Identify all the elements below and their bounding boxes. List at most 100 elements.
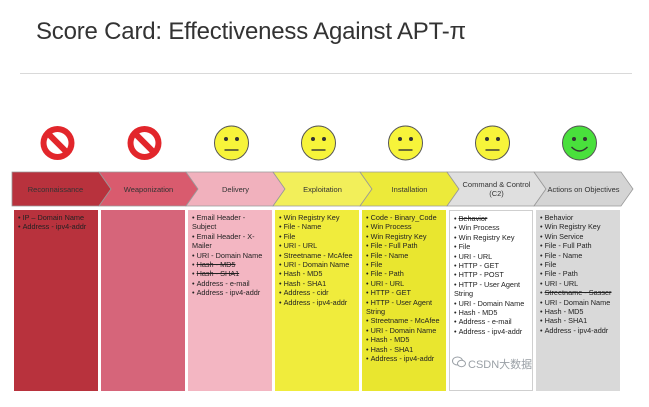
bullet-icon: • — [454, 326, 457, 336]
indicator-item: •Hash - MD5 — [540, 307, 618, 316]
bullet-icon: • — [540, 325, 543, 335]
indicator-text: Email Header - X-Mailer — [192, 231, 255, 251]
indicator-text: File - Path — [544, 269, 578, 279]
indicator-text: File - Full Path — [544, 241, 592, 251]
indicator-text: Win Process — [370, 222, 412, 232]
bullet-icon: • — [18, 222, 21, 232]
indicator-text: Address - ipv4-addr — [22, 222, 87, 232]
indicator-item: •Behavior — [540, 213, 618, 222]
bullet-icon: • — [454, 308, 457, 318]
indicator-item: •Hash - MD5 — [192, 260, 270, 269]
bullet-icon: • — [366, 325, 369, 335]
indicator-item: •Address - e-mail — [192, 279, 270, 288]
indicator-text: Streetname - McAfee — [370, 316, 440, 326]
bullet-icon: • — [279, 269, 282, 279]
indicator-text: HTTP - GET — [458, 261, 499, 271]
bullet-icon: • — [192, 231, 195, 241]
bullet-icon: • — [192, 288, 195, 298]
indicator-item: •File - Path — [540, 269, 618, 278]
indicator-column: •Email Header - Subject•Email Header - X… — [188, 210, 272, 391]
neutral-face-icon — [214, 125, 249, 161]
indicator-item: •Hash - MD5 — [366, 335, 444, 344]
indicator-text: File - Name — [370, 250, 409, 260]
indicator-text: Address - ipv4-addr — [370, 354, 435, 364]
bullet-icon: • — [540, 231, 543, 241]
indicator-text: File — [283, 231, 296, 241]
page-title: Score Card: Effectiveness Against APT-π — [36, 18, 466, 45]
indicator-item: •IP – Domain Name — [18, 213, 96, 222]
indicator-item: •Address - cidr — [279, 288, 357, 297]
bullet-icon: • — [454, 251, 457, 261]
indicator-text: Hash - MD5 — [283, 269, 323, 279]
indicator-column: •Behavior•Win Registry Key•Win Service•F… — [536, 210, 620, 391]
bullet-icon: • — [454, 279, 457, 289]
stage-label: Installation — [391, 184, 428, 194]
bullet-icon: • — [279, 222, 282, 232]
bullet-icon: • — [366, 316, 369, 326]
indicator-text: Address - e-mail — [196, 278, 250, 288]
bullet-icon: • — [366, 288, 369, 298]
bullet-icon: • — [454, 317, 457, 327]
indicator-item: •File — [366, 260, 444, 269]
indicator-text: URI - Domain Name — [458, 298, 525, 308]
prohibited-icon — [40, 126, 75, 160]
bullet-icon: • — [279, 250, 282, 260]
wechat-icon — [452, 356, 466, 368]
indicator-text: HTTP - GET — [370, 288, 411, 298]
indicator-column — [101, 210, 185, 391]
indicator-item: •File - Full Path — [366, 241, 444, 250]
bullet-icon: • — [366, 213, 369, 222]
indicator-text: Hash - MD5 — [370, 335, 410, 345]
indicator-item: •URI - URL — [366, 279, 444, 288]
indicator-item: •Streetname - McAfee — [279, 251, 357, 260]
stage-label: Actions on Objectives — [547, 184, 620, 194]
indicator-text: Address - e-mail — [458, 317, 512, 327]
bullet-icon: • — [540, 260, 543, 270]
bullet-icon: • — [366, 354, 369, 364]
indicator-text: Hash - MD5 — [458, 308, 498, 318]
indicator-item: •Win Registry Key — [540, 222, 618, 231]
bullet-icon: • — [540, 307, 543, 317]
indicator-item: •HTTP - POST — [454, 270, 530, 279]
indicator-text: File - Path — [370, 269, 404, 279]
indicator-text: URI - Domain Name — [196, 250, 263, 260]
indicator-item: •URI - Domain Name — [454, 299, 530, 308]
indicator-item: •Address - ipv4-addr — [192, 288, 270, 297]
indicator-text: Streetname - McAfee — [283, 250, 353, 260]
indicator-text: Win Process — [458, 223, 500, 233]
indicator-item: •URI - Domain Name — [366, 326, 444, 335]
bullet-icon: • — [192, 250, 195, 260]
indicator-item: •HTTP - GET — [454, 261, 530, 270]
indicator-text: URI - URL — [544, 278, 579, 288]
indicator-text: Hash - MD5 — [544, 307, 584, 317]
indicator-text: Hash - SHA1 — [283, 278, 327, 288]
indicator-text: Address - cidr — [283, 288, 329, 298]
indicator-text: URI - Domain Name — [370, 325, 437, 335]
neutral-face-icon — [388, 125, 423, 161]
indicator-item: •Streetname - McAfee — [366, 316, 444, 325]
prohibited-icon — [127, 126, 162, 160]
indicator-item: •URI - Domain Name — [540, 298, 618, 307]
indicator-item: •URI - URL — [540, 279, 618, 288]
indicator-item: •File - Name — [540, 251, 618, 260]
indicator-text: HTTP - POST — [458, 270, 504, 280]
stage-label: Delivery — [221, 184, 250, 194]
indicator-text: File - Name — [283, 222, 322, 232]
indicator-item: •URI - Domain Name — [192, 251, 270, 260]
neutral-face-icon — [475, 125, 510, 161]
indicator-text: URI - URL — [283, 241, 318, 251]
indicator-item: •Win Service — [540, 232, 618, 241]
bullet-icon: • — [18, 213, 21, 222]
indicator-item: •File — [279, 232, 357, 241]
indicator-item: •Address - ipv4-addr — [279, 298, 357, 307]
bullet-icon: • — [192, 278, 195, 288]
watermark-text: CSDN大数据 — [468, 359, 533, 371]
indicator-column: •Win Registry Key•File - Name•File•URI -… — [275, 210, 359, 391]
indicator-text: Win Registry Key — [544, 222, 601, 232]
indicator-text: File — [458, 242, 471, 252]
bullet-icon: • — [366, 250, 369, 260]
indicator-text: Win Registry Key — [283, 213, 340, 222]
indicator-column: •Code - Binary_Code•Win Process•Win Regi… — [362, 210, 446, 391]
bullet-icon: • — [279, 213, 282, 222]
